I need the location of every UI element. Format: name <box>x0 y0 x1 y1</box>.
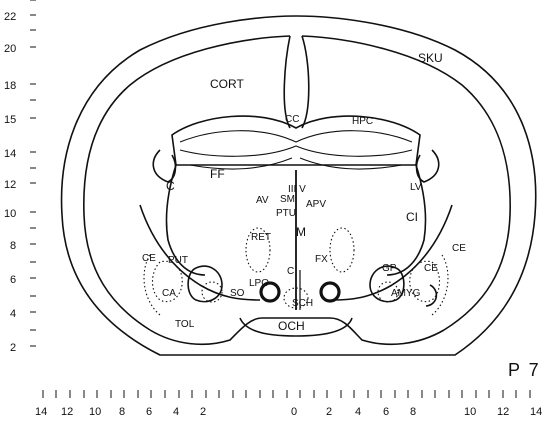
scale-left-4: 4 <box>10 308 16 320</box>
label-sm: SM <box>280 194 295 205</box>
label-och: OCH <box>278 319 305 333</box>
label-amyg: AMYG <box>391 288 421 299</box>
fornix-ring-right <box>321 283 339 301</box>
scale-left-20: 20 <box>4 43 16 55</box>
scale-bottom-6R: 6 <box>383 406 389 418</box>
label-sku: SKU <box>418 51 443 65</box>
left-scale: 22 20 18 15 14 12 10 8 6 4 2 <box>4 0 36 354</box>
label-put: PUT <box>168 255 188 266</box>
lower-right-curve <box>332 205 452 300</box>
scale-bottom-4L: 4 <box>173 406 179 418</box>
label-lv: LV <box>410 182 422 193</box>
label-ptu: PTU <box>276 208 296 219</box>
scale-left-22: 22 <box>4 11 16 23</box>
label-apv: APV <box>306 199 326 210</box>
label-c-column: C <box>287 266 294 277</box>
scale-bottom-4R: 4 <box>355 406 361 418</box>
scale-left-14: 14 <box>4 148 16 160</box>
scale-bottom-12L: 12 <box>61 406 73 418</box>
label-fx: FX <box>315 254 328 265</box>
external-capsule-left-dotted <box>144 255 160 315</box>
scale-left-18: 18 <box>4 80 16 92</box>
scale-left-6: 6 <box>10 274 16 286</box>
scale-left-12: 12 <box>4 179 16 191</box>
scale-bottom-14L: 14 <box>35 406 47 418</box>
label-ff: FF <box>210 167 225 181</box>
label-cort: CORT <box>210 77 244 91</box>
hippocampus-upper <box>180 131 412 142</box>
lower-left-curve <box>140 205 260 300</box>
scale-bottom-10R: 10 <box>464 406 476 418</box>
scale-bottom-10L: 10 <box>89 406 101 418</box>
label-so: SO <box>230 288 245 299</box>
label-ret: RET <box>251 232 271 243</box>
reticular-right-outline <box>330 228 354 272</box>
scale-left-2: 2 <box>10 342 16 354</box>
label-sch: SCH <box>292 298 313 309</box>
label-ce-upper: CE <box>452 243 466 254</box>
cortex-surface <box>84 36 510 330</box>
scale-left-8: 8 <box>10 240 16 252</box>
scale-bottom-8R: 8 <box>410 406 416 418</box>
scale-bottom-6L: 6 <box>146 406 152 418</box>
scale-bottom-2R: 2 <box>326 406 332 418</box>
label-ce-right: CE <box>424 263 438 274</box>
label-tol: TOL <box>175 319 195 330</box>
label-c-left: C <box>166 179 175 193</box>
plate-label: P 7 <box>508 360 541 380</box>
label-m: M <box>296 225 306 239</box>
label-lpo: LPO <box>249 278 269 289</box>
scale-bottom-14R: 14 <box>530 406 542 418</box>
label-ce-left: CE <box>142 253 156 264</box>
label-gp: GP <box>382 263 397 274</box>
scale-bottom-0: 0 <box>291 406 297 418</box>
scale-bottom-2L: 2 <box>200 406 206 418</box>
scale-left-10: 10 <box>4 208 16 220</box>
bottom-scale: 14 12 10 8 6 4 2 0 2 4 6 8 10 12 14 <box>35 390 542 418</box>
label-ci: CI <box>406 210 418 224</box>
scale-bottom-8L: 8 <box>119 406 125 418</box>
label-av: AV <box>256 195 269 206</box>
label-ca: CA <box>162 288 176 299</box>
label-hpc: HPC <box>352 116 373 127</box>
scale-left-15: 15 <box>4 114 16 126</box>
scale-bottom-12R: 12 <box>497 406 509 418</box>
claustrum-right <box>426 285 436 306</box>
label-cc: CC <box>285 114 299 125</box>
